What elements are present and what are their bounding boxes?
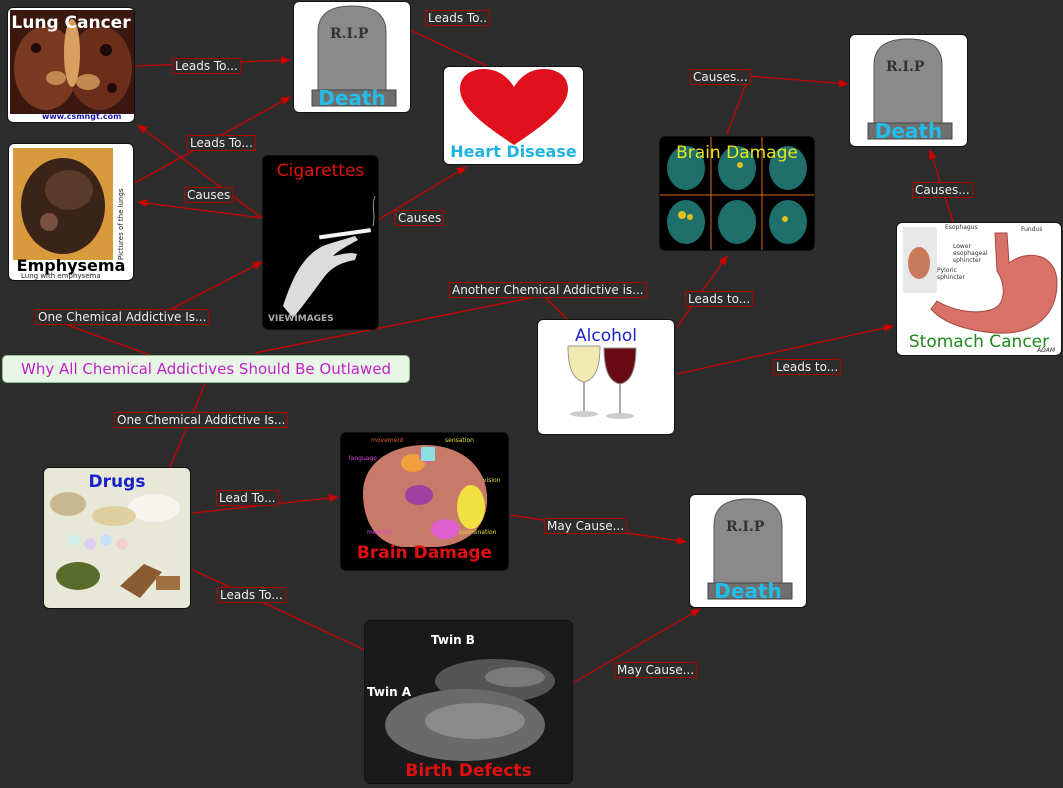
- emphysema-node[interactable]: Pictures of the lungs Emphysema Lung wit…: [8, 143, 134, 281]
- edge-label-brain-death-bottom: May Cause...: [544, 518, 628, 534]
- heart-disease-node[interactable]: Heart Disease: [443, 66, 584, 165]
- stomach-caption: ADAM: [1036, 347, 1055, 354]
- death-right-rip: R.I.P: [886, 59, 925, 75]
- edge-birth-death-bottom: [572, 608, 701, 684]
- edge-cig-lung: [137, 124, 263, 219]
- twin-a-label: Twin A: [367, 685, 412, 699]
- edge-label-root-alcohol: Another Chemical Addictive is...: [449, 282, 647, 298]
- emphysema-side-caption: Pictures of the lungs: [117, 188, 125, 260]
- death-top-rip: R.I.P: [330, 26, 369, 42]
- edge-label-alcohol-stomach: Leads to...: [773, 359, 842, 375]
- alcohol-title: Alcohol: [575, 326, 637, 346]
- cigarette-hand-image: [283, 195, 376, 318]
- alcohol-node[interactable]: Alcohol: [537, 319, 675, 435]
- stomach-label-les: Lower esophageal sphincter: [953, 243, 988, 264]
- brain-lobes-image: [363, 445, 488, 547]
- brain-damage-scan-title: Brain Damage: [676, 143, 798, 163]
- death-top-title: Death: [318, 86, 386, 110]
- edge-drugs-birth: [192, 569, 366, 651]
- cigarettes-title: Cigarettes: [276, 161, 365, 181]
- edge-label-drugs-brain: Lead To...: [216, 490, 279, 506]
- brain-label-language: language: [349, 455, 377, 462]
- stomach-label-fundus: Fundus: [1021, 226, 1043, 233]
- emphysema-image: [13, 148, 113, 260]
- emphysema-title: Emphysema: [16, 256, 126, 275]
- death-bottom-node[interactable]: R.I.P Death: [689, 494, 807, 608]
- twin-b-label: Twin B: [431, 633, 475, 647]
- edge-label-cig-causes: Causes: [184, 187, 234, 203]
- edge-label-death-heart: Leads To..: [425, 10, 490, 26]
- heart-disease-title: Heart Disease: [450, 142, 577, 161]
- brain-damage-drugs-node[interactable]: movement sensation language vision memor…: [340, 432, 509, 571]
- edge-label-stomach-death: Causes...: [912, 182, 973, 198]
- tombstone-icon: [311, 5, 397, 107]
- emphysema-caption: Lung with emphysema: [21, 272, 101, 280]
- stomach-cancer-node[interactable]: Esophagus Fundus Lower esophageal sphinc…: [896, 222, 1062, 356]
- edge-label-lung-death: Leads To...: [172, 58, 241, 74]
- brain-label-sensation: sensation: [445, 437, 474, 444]
- tombstone-icon: [867, 38, 953, 140]
- death-bottom-title: Death: [714, 579, 782, 603]
- lung-image: [10, 10, 134, 114]
- brain-damage-drugs-title: Brain Damage: [356, 543, 493, 563]
- death-right-title: Death: [874, 119, 943, 143]
- brain-label-vision: vision: [483, 477, 501, 484]
- edge-alcohol-stomach: [676, 324, 894, 375]
- root-topic[interactable]: Why All Chemical Addictives Should Be Ou…: [2, 355, 410, 383]
- stomach-image: [903, 227, 1058, 334]
- edge-brain-death2: [747, 75, 849, 88]
- lung-cancer-title: Lung Cancer: [11, 13, 131, 33]
- drugs-node[interactable]: Drugs: [43, 467, 191, 609]
- edge-label-root-drugs: One Chemical Addictive Is...: [114, 412, 289, 428]
- heart-icon: [460, 69, 568, 145]
- stomach-label-esophagus: Esophagus: [945, 224, 978, 231]
- drugs-image: [50, 492, 180, 598]
- lung-cancer-node[interactable]: Lung Cancer www.csmngt.com: [7, 7, 135, 123]
- death-top-node[interactable]: R.I.P Death: [293, 1, 411, 113]
- brain-scan-image: [660, 137, 814, 250]
- drugs-title: Drugs: [88, 472, 146, 492]
- lung-cancer-caption: www.csmngt.com: [42, 112, 122, 121]
- edge-root-alcohol: [254, 291, 561, 354]
- edge-label-root-cig: One Chemical Addictive Is...: [35, 309, 210, 325]
- brain-damage-scan-node[interactable]: Brain Damage: [659, 136, 815, 251]
- birth-defects-title: Birth Defects: [405, 761, 532, 781]
- ultrasound-image: [365, 621, 572, 783]
- death-bottom-rip: R.I.P: [726, 519, 765, 535]
- cigarettes-node[interactable]: Cigarettes VIEWIMAGES: [262, 155, 379, 330]
- edge-label-drugs-birth: Leads To...: [217, 587, 286, 603]
- edge-label-cig-death: Leads To...: [187, 135, 256, 151]
- edge-label-cig-heart: Causes: [395, 210, 445, 226]
- cigarettes-caption: VIEWIMAGES: [268, 314, 334, 324]
- death-right-node[interactable]: R.I.P Death: [849, 34, 968, 147]
- brain-label-memory: memory: [367, 529, 393, 536]
- brain-label-movement: movement: [371, 437, 404, 444]
- edge-brain-death: [726, 77, 749, 135]
- edge-label-alcohol-brain: Leads to...: [685, 291, 754, 307]
- wine-glasses-icon: [567, 345, 637, 419]
- edge-cig-emph: [137, 199, 263, 219]
- stomach-label-pyloric: Pyloric sphincter: [937, 267, 966, 281]
- stomach-cancer-title: Stomach Cancer: [908, 332, 1050, 352]
- edge-death-heart: [409, 29, 488, 67]
- brain-label-coordination: coordination: [459, 529, 497, 536]
- edge-cig-heart: [377, 166, 467, 221]
- edge-label-birth-death-bottom: May Cause...: [614, 662, 698, 678]
- birth-defects-node[interactable]: Twin B Twin A Birth Defects: [364, 620, 573, 784]
- tombstone-icon: [707, 498, 793, 600]
- edge-label-brain-death: Causes...: [690, 69, 751, 85]
